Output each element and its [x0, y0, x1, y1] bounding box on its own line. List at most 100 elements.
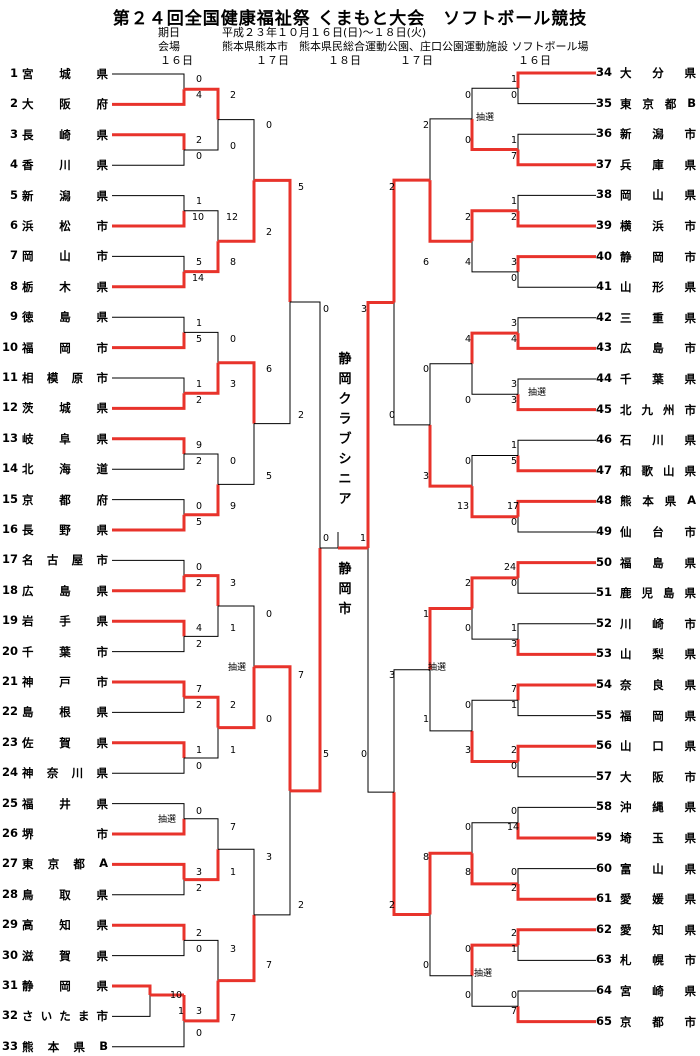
team-name: 福井県	[22, 796, 108, 811]
match-line	[471, 363, 518, 395]
team-number: 26	[1, 826, 18, 840]
day-label-left-r2: １７日	[256, 54, 289, 67]
score-label: 0	[511, 578, 517, 589]
score-label: 1	[230, 745, 236, 756]
team-number: 7	[9, 248, 18, 263]
score-label: 1	[230, 867, 236, 878]
score-label: 0	[196, 806, 202, 817]
score-label: 13	[457, 501, 469, 512]
team-number: 5	[9, 187, 18, 202]
match-line	[516, 822, 596, 840]
team-number: 55	[596, 707, 613, 722]
score-label: 5	[196, 517, 202, 528]
team-number: 8	[9, 278, 18, 293]
match-line	[428, 607, 472, 670]
score-label: 0	[196, 761, 202, 772]
score-label: 2	[298, 900, 304, 911]
semifinal-line	[290, 548, 322, 793]
score-label: 2	[389, 900, 395, 911]
team-name: 奈良県	[620, 678, 696, 692]
match-line	[112, 879, 185, 896]
lottery-label: 抽選	[428, 661, 446, 673]
team-name: 佐賀県	[22, 735, 108, 750]
match-line	[429, 914, 472, 977]
team-number: 1	[9, 66, 18, 80]
score-label: 0	[196, 562, 202, 573]
team-number: 60	[596, 860, 613, 875]
score-label: 5	[323, 749, 329, 760]
score-label: 5	[196, 334, 202, 345]
score-label: 9	[230, 501, 236, 512]
team-number: 22	[1, 704, 18, 719]
match-line	[112, 758, 185, 774]
score-label: 7	[298, 670, 304, 681]
score-label: 0	[465, 135, 471, 146]
score-label: 1	[196, 196, 202, 207]
match-line	[517, 623, 596, 640]
period-label: 期日	[158, 26, 180, 39]
score-label: 3	[423, 471, 429, 482]
score-label: 1	[196, 379, 202, 390]
score-label: 2	[511, 745, 517, 756]
team-number: 41	[596, 279, 613, 294]
team-name: 大阪市	[620, 769, 696, 784]
match-line	[218, 423, 255, 485]
match-line	[516, 394, 596, 412]
score-label: 5	[196, 257, 202, 268]
score-label: 14	[192, 273, 204, 284]
day-label-left-r1: １６日	[160, 54, 193, 67]
match-line	[517, 88, 596, 105]
score-label: 7	[230, 822, 236, 833]
team-number: 27	[1, 856, 18, 871]
match-line	[428, 851, 472, 915]
team-name: 兵庫県	[620, 157, 696, 172]
match-line	[112, 437, 186, 454]
team-name: 愛知県	[620, 922, 696, 937]
team-name: 石川県	[620, 433, 696, 448]
match-line	[516, 499, 596, 517]
score-label: 5	[266, 471, 272, 482]
team-number: 9	[9, 309, 18, 324]
match-line	[112, 332, 186, 350]
team-number: 13	[1, 430, 18, 445]
match-line	[184, 727, 219, 759]
team-name: 北九州市	[620, 402, 696, 417]
team-name: 長野県	[22, 523, 108, 537]
score-label: 2	[465, 578, 471, 589]
score-label: 1	[423, 714, 429, 725]
team-name: 千葉市	[22, 644, 108, 659]
match-line	[470, 331, 518, 364]
score-label: 0	[465, 990, 471, 1001]
match-line	[471, 975, 518, 1007]
team-name: 宮崎県	[620, 984, 696, 998]
score-label: 17	[507, 501, 519, 512]
match-line	[254, 665, 292, 791]
team-number: 29	[1, 917, 18, 932]
score-label: 8	[423, 852, 429, 863]
score-label: 2	[196, 928, 202, 939]
team-number: 48	[596, 493, 613, 508]
match-line	[112, 636, 185, 653]
team-name: 大分県	[620, 66, 696, 80]
match-line	[112, 377, 185, 394]
score-label: 2	[196, 578, 202, 589]
team-number: 39	[596, 218, 613, 232]
team-name: 大阪府	[22, 97, 108, 112]
score-label: 6	[266, 364, 272, 375]
score-label: 0	[465, 700, 471, 711]
